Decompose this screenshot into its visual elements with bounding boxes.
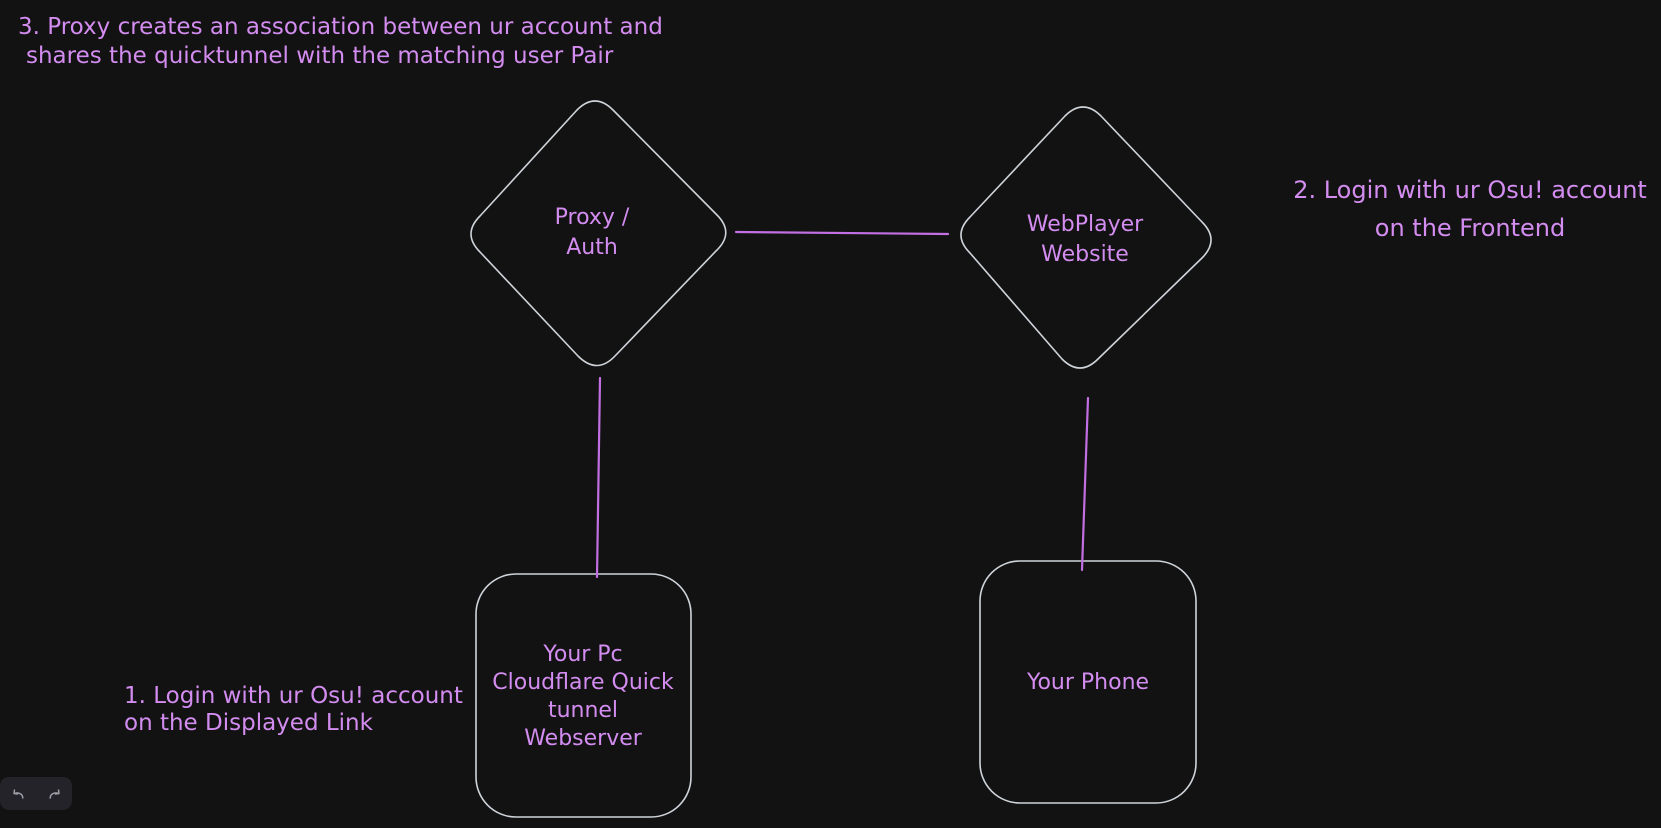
- annotation-step-3[interactable]: 3. Proxy creates an association between …: [18, 13, 663, 71]
- label-pc-tunnel-line-4: Webserver: [524, 726, 642, 751]
- annotation-step-2-line-2: on the Frontend: [1374, 214, 1566, 242]
- annotation-step-3-line-2: shares the quicktunnel with the matching…: [26, 43, 614, 69]
- label-pc-tunnel[interactable]: Your Pc Cloudflare Quick tunnel Webserve…: [492, 641, 673, 753]
- label-your-phone-line-1: Your Phone: [1026, 670, 1150, 695]
- rect-phone[interactable]: [979, 560, 1197, 804]
- label-proxy-auth[interactable]: Proxy / Auth: [555, 203, 630, 263]
- edge-webplayer-to-phone[interactable]: [1080, 396, 1090, 572]
- label-webplayer-website[interactable]: WebPlayer Website: [1027, 210, 1143, 270]
- label-pc-tunnel-line-2: Cloudflare Quick: [492, 670, 674, 695]
- label-pc-tunnel-line-3: tunnel: [547, 698, 619, 723]
- annotation-step-1-line-2: on the Displayed Link: [124, 710, 373, 736]
- annotation-step-2[interactable]: 2. Login with ur Osu! account on the Fro…: [1293, 171, 1647, 247]
- edge-proxy-to-webplayer[interactable]: [734, 230, 950, 236]
- annotation-step-2-line-1: 2. Login with ur Osu! account: [1293, 176, 1647, 204]
- label-pc-tunnel-line-1: Your Pc: [543, 642, 623, 667]
- label-webplayer-line-2: Website: [1041, 242, 1129, 267]
- annotation-step-3-line-1: 3. Proxy creates an association between …: [18, 14, 663, 40]
- undo-redo-island: [0, 777, 72, 810]
- annotation-step-1-line-1: 1. Login with ur Osu! account: [124, 683, 463, 709]
- label-proxy-auth-line-2: Auth: [566, 235, 618, 260]
- edge-proxy-to-pc[interactable]: [595, 376, 602, 579]
- label-webplayer-line-1: WebPlayer: [1026, 212, 1144, 237]
- label-your-phone[interactable]: Your Phone: [1027, 669, 1149, 697]
- rect-pc-tunnel[interactable]: [475, 573, 692, 818]
- diamond-proxy-auth[interactable]: [470, 100, 727, 367]
- redo-icon: [47, 788, 62, 800]
- annotation-step-1[interactable]: 1. Login with ur Osu! account on the Dis…: [124, 683, 463, 737]
- label-proxy-auth-line-1: Proxy /: [554, 205, 630, 230]
- diamond-webplayer[interactable]: [960, 106, 1212, 369]
- redo-button[interactable]: [41, 781, 67, 807]
- undo-icon: [11, 788, 26, 800]
- undo-button[interactable]: [5, 781, 31, 807]
